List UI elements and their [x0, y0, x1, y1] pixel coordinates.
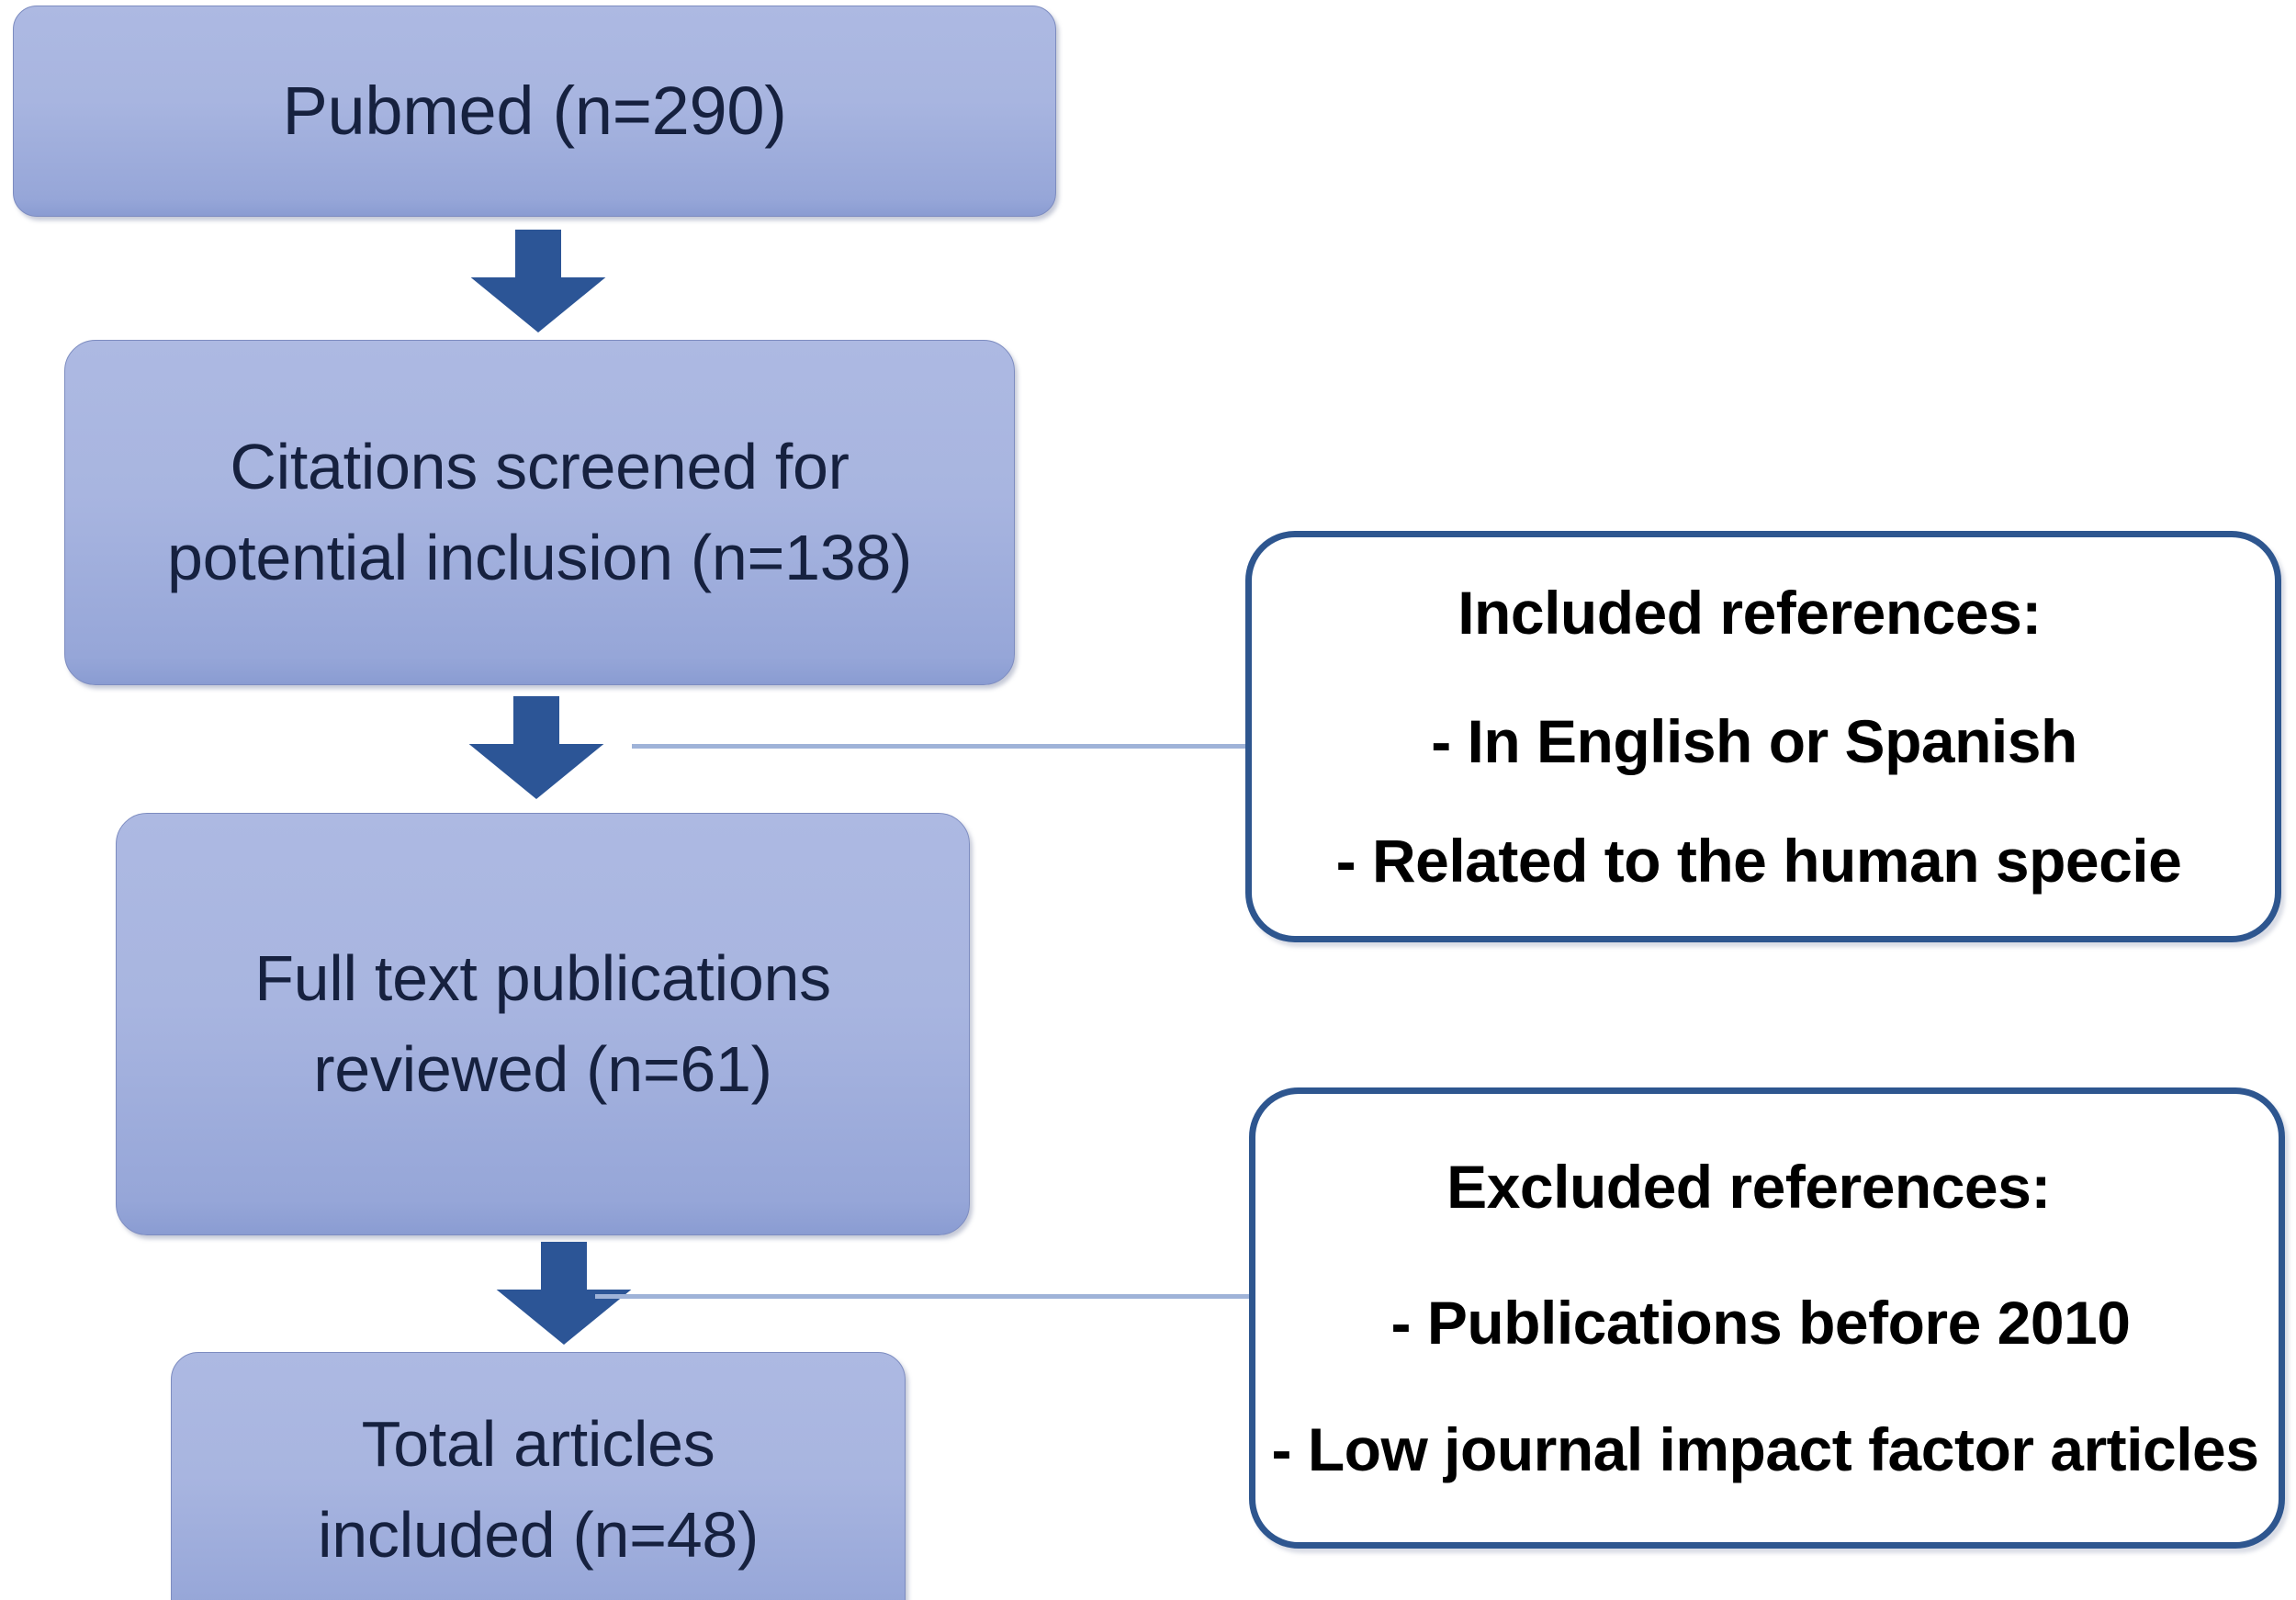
- arrow-shaft: [540, 1242, 588, 1298]
- down-arrow-icon-3: [496, 1242, 632, 1345]
- note-box-included-references: Included references: - In English or Spa…: [1245, 531, 2281, 942]
- arrow-shaft: [514, 230, 562, 286]
- flow-step-fulltext: Full text publications reviewed (n=61): [116, 813, 970, 1235]
- down-arrow-icon-1: [470, 230, 606, 332]
- excluded-references-item-2: - Low journal impact factor articles: [1271, 1415, 2259, 1483]
- note-box-excluded-references: Excluded references: - Publications befo…: [1249, 1087, 2285, 1549]
- flow-step-pubmed-label: Pubmed (n=290): [282, 73, 787, 150]
- flow-step-screened-label: Citations screened for potential inclusi…: [166, 430, 913, 593]
- flow-step-pubmed: Pubmed (n=290): [13, 6, 1056, 217]
- flow-step-total-label: Total articles included (n=48): [318, 1407, 759, 1571]
- arrow-head: [468, 743, 604, 799]
- arrow-shaft: [512, 696, 560, 752]
- excluded-references-item-1: - Publications before 2010: [1390, 1289, 2131, 1357]
- included-references-title: Included references:: [1458, 579, 2042, 647]
- flow-step-fulltext-label: Full text publications reviewed (n=61): [254, 941, 831, 1105]
- flow-step-total: Total articles included (n=48): [171, 1352, 906, 1600]
- down-arrow-icon-2: [468, 696, 604, 799]
- included-references-item-1: - In English or Spanish: [1431, 707, 2077, 775]
- included-references-item-2: - Related to the human specie: [1335, 827, 2182, 895]
- excluded-references-title: Excluded references:: [1446, 1153, 2051, 1221]
- connector-line-included: [632, 744, 1249, 749]
- arrow-head: [470, 276, 606, 332]
- connector-line-excluded: [595, 1294, 1253, 1299]
- flow-step-screened: Citations screened for potential inclusi…: [64, 340, 1015, 685]
